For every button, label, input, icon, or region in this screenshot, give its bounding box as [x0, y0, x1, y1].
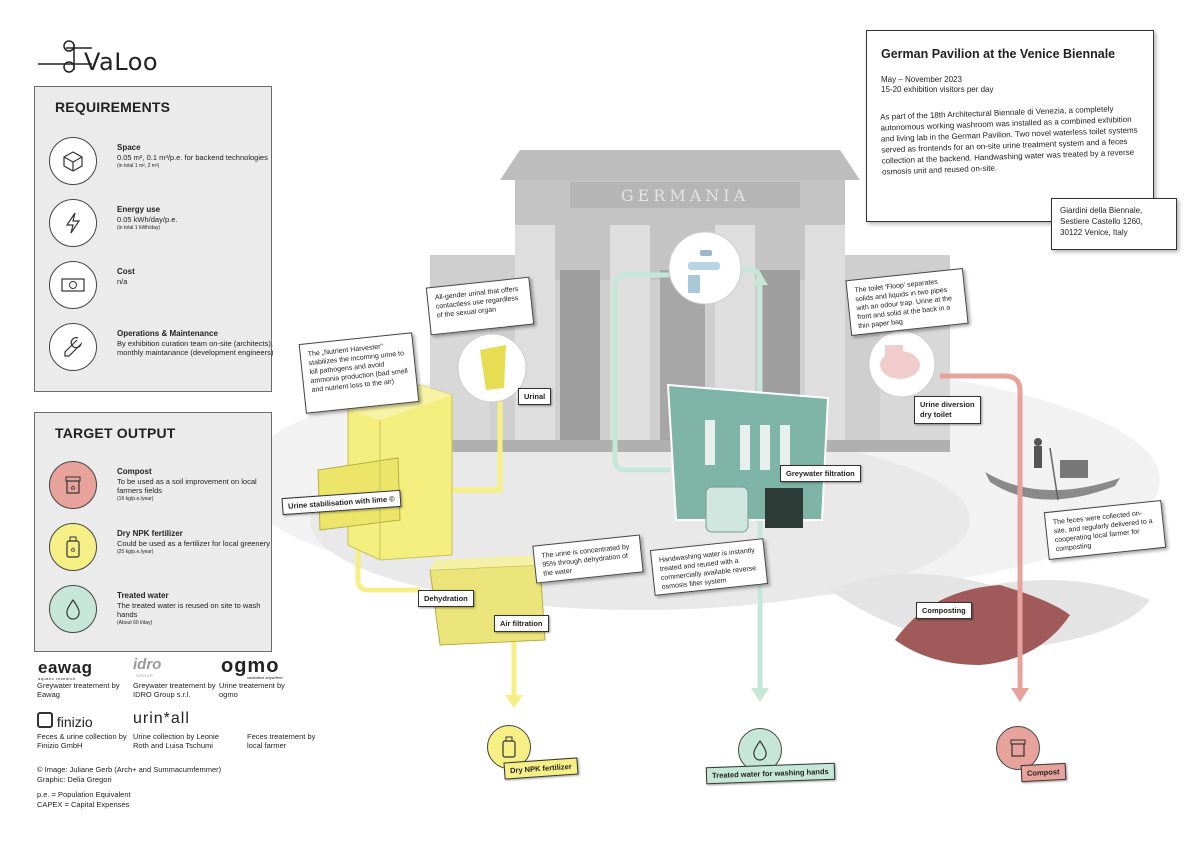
eawag-logo: eawag [38, 658, 93, 677]
eawag-credit: Greywater treatement by Eawag [37, 681, 120, 699]
ogmo-logo-subtitle: sanitation anywhere [247, 675, 283, 680]
valoo-logo: VaLoo [36, 38, 176, 78]
svg-text:♻: ♻ [70, 485, 75, 492]
output-sub: (About 60 l/day) [117, 620, 153, 626]
finizio-logo: finizio [37, 712, 93, 730]
faucet-icon [688, 250, 720, 293]
project-info-box: German Pavilion at the Venice Biennale M… [866, 30, 1154, 222]
valoo-logo-mark [38, 40, 92, 73]
finizio-credit: Feces & urine collection by Finizio GmbH [37, 732, 127, 750]
water-drop-icon [49, 585, 97, 633]
output-desc: The treated water is reused on site to w… [117, 601, 261, 619]
banknote-icon [49, 261, 97, 309]
compost-icon: ♻ [49, 461, 97, 509]
urinall-credit: Urine collection by Leonie Roth and Luis… [133, 732, 219, 750]
wrench-icon [49, 323, 97, 371]
address-line: Giardini della Biennale, [1060, 206, 1143, 215]
dehydration-label: Dehydration [418, 590, 474, 607]
output-water: Treated water The treated water is reuse… [49, 585, 269, 635]
feces-flow-lines [940, 373, 1023, 688]
requirement-title: Operations & Maintenance [117, 329, 218, 338]
urinall-logo: urin*all [133, 710, 190, 727]
harvester-note: The „Nutrient Harvester" stabilizes the … [298, 332, 420, 414]
idro-logo-subtitle: GROUP [136, 673, 154, 678]
requirement-cost: Cost n/a [49, 261, 269, 311]
output-sub: (25 kg/p.e./year) [117, 549, 154, 555]
output-compost: ♻ Compost To be used as a soil improveme… [49, 461, 269, 511]
toilet-icon [880, 345, 920, 379]
composting-label: Composting [916, 602, 972, 619]
requirement-operations: Operations & Maintenance By exhibition c… [49, 323, 273, 373]
target-output-panel: TARGET OUTPUT ♻ Compost To be used as a … [34, 412, 272, 652]
greywater-unit-illustration [666, 383, 830, 533]
ogmo-logo: ogmo [221, 655, 280, 677]
farmer-credit: Feces treatement by local farmer [247, 732, 316, 750]
address-line: Sestiere Castello 1260, [1060, 217, 1143, 226]
requirement-desc: By exhibition curation team on-site (arc… [117, 339, 274, 357]
cube-icon [49, 137, 97, 185]
project-title: German Pavilion at the Venice Biennale [881, 47, 1116, 61]
ogmo-credit: Urine treatement by ogmo [219, 681, 285, 699]
lightning-icon [49, 199, 97, 247]
address-box: Giardini della Biennale, Sestiere Castel… [1051, 198, 1177, 250]
eawag-logo-subtitle: aquatic research [38, 676, 76, 681]
finizio-logo-mark [37, 712, 53, 728]
logo-text: VaLoo [84, 48, 159, 76]
requirements-title: REQUIREMENTS [55, 99, 171, 115]
building-inscription: GERMANIA [621, 186, 749, 205]
svg-text:♻: ♻ [70, 547, 75, 554]
output-fertilizer: ♻ Dry NPK fertilizer Could be used as a … [49, 523, 270, 573]
output-title: Compost [117, 467, 152, 476]
output-title: Dry NPK fertilizer [117, 529, 183, 538]
pe-definition: p.e. = Population Equivalent [37, 790, 131, 799]
capex-definition: CAPEX = Capital Expenses [37, 800, 130, 809]
requirement-desc: 0.05 kWh/day/p.e. [117, 215, 178, 224]
urine-flow-lines [355, 385, 517, 695]
requirement-energy: Energy use 0.05 kWh/day/p.e.(in total 1 … [49, 199, 269, 249]
urinal-label: Urinal [518, 388, 552, 405]
project-date: May – November 2023 [881, 75, 962, 84]
finizio-logo-text: finizio [56, 714, 93, 730]
requirement-desc: n/a [117, 277, 128, 286]
output-title: Treated water [117, 591, 169, 600]
compost-output-icon [996, 726, 1040, 770]
greywater-label: Greywater filtration [780, 465, 861, 482]
address-line: 30122 Venice, Italy [1060, 228, 1128, 237]
target-output-title: TARGET OUTPUT [55, 425, 176, 441]
air-filtration-label: Air filtration [494, 615, 549, 632]
idro-logo: idro [133, 656, 162, 673]
requirement-sub: (in total 1 m², 2 m³) [117, 163, 160, 169]
requirement-title: Energy use [117, 205, 161, 214]
output-sub: (16 kg/p.e./year) [117, 496, 154, 502]
dry-toilet-label-line: Urine diversion [920, 400, 975, 409]
output-desc: Could be used as a fertilizer for local … [117, 539, 270, 548]
output-desc: To be used as a soil improvement on loca… [117, 477, 257, 495]
requirements-panel: REQUIREMENTS Space 0.05 m², 0.1 m³/p.e. … [34, 86, 273, 392]
compost-output-label: Compost [1020, 762, 1066, 783]
image-credit: © Image: Juliane Gerb (Arch+ and Summacu… [37, 765, 222, 774]
idro-credit: Greywater treatement by IDRO Group s.r.l… [133, 681, 216, 699]
project-visitors: 15-20 exhibition visitors per day [881, 85, 994, 94]
requirement-desc: 0.05 m², 0.1 m³/p.e. for backend technol… [117, 153, 268, 162]
urinal-icon [480, 345, 506, 390]
nutrient-harvester-illustration [317, 384, 453, 561]
requirement-title: Cost [117, 267, 135, 276]
requirement-space: Space 0.05 m², 0.1 m³/p.e. for backend t… [49, 137, 269, 187]
requirement-title: Space [117, 143, 141, 152]
requirement-sub: (in total 1 kWh/day) [117, 225, 161, 231]
graphic-credit: Graphic: Delia Gregori [37, 775, 112, 784]
fertilizer-bottle-icon: ♻ [49, 523, 97, 571]
project-description: As part of the 18th Architectural Bienna… [879, 104, 1138, 177]
dry-toilet-label-line: dry toilet [920, 410, 952, 419]
